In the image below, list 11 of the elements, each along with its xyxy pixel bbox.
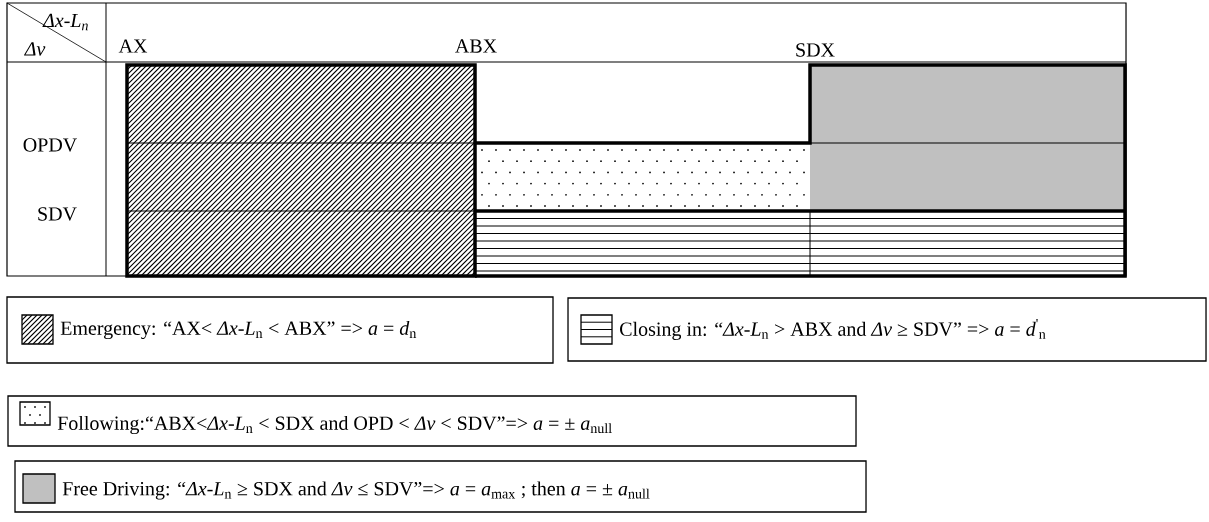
row-label: OPDV xyxy=(23,138,77,152)
legend-entry: Emergency: “AX< Δx-L$_{n}$ < ABX” => a = d$_{n}$ xyxy=(6,296,554,364)
row-label: SDV xyxy=(38,207,77,221)
column-label: AX xyxy=(118,39,148,53)
axis-label: Δx-L$_{n}$ xyxy=(42,13,88,31)
column-label: ABX xyxy=(455,39,497,53)
legend-entry: Following:“ABX<Δx-L$_{n}$ < SDX and OPD < Δv < SDV”=> a = ± a$_{null}$ xyxy=(7,395,857,447)
axis-label: Δv xyxy=(24,42,46,56)
column-label: SDX xyxy=(796,43,835,57)
legend-entry: Closing in: “Δx-L$_{n}$ > ABX and Δv ≥ SDV” => a = d$^{'}$n xyxy=(567,297,1207,362)
legend-entry: Free Driving: “Δx-L$_{n}$ ≥ SDX and Δv ≤ SDV”=> a = a$_{max}$ ; then a = ± a$_{null}$ xyxy=(14,460,867,513)
